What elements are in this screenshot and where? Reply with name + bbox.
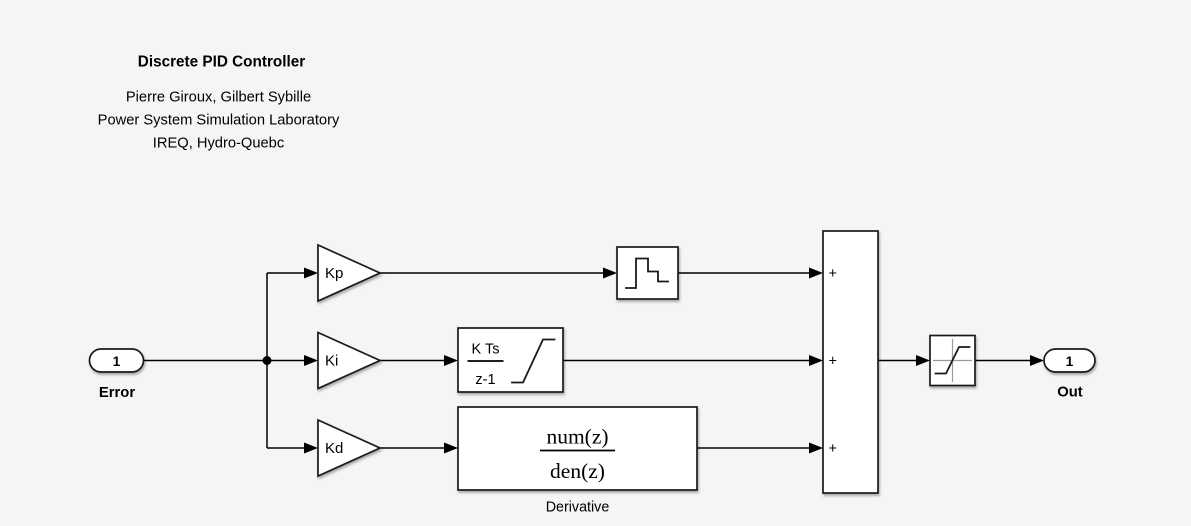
sum-sign: + xyxy=(829,441,837,457)
transfer-fcn-denominator: den(z) xyxy=(550,459,605,483)
sum-sign: + xyxy=(829,266,837,282)
wire-arrowhead xyxy=(304,355,318,366)
annotation-line: Power System Simulation Laboratory xyxy=(98,113,340,129)
integrator-denominator: z-1 xyxy=(475,372,495,388)
staircase-pulse-icon xyxy=(625,257,669,289)
block-body[interactable] xyxy=(457,406,698,491)
gain-kd-label: Kd xyxy=(325,440,343,457)
outport-out-block[interactable]: 1 Out xyxy=(1043,348,1096,401)
inport-number: 1 xyxy=(113,354,121,369)
saturation-curve-icon xyxy=(934,346,971,375)
transfer-fcn-numerator: num(z) xyxy=(546,425,608,449)
wire-arrowhead xyxy=(809,267,823,279)
sum-block[interactable]: + + + xyxy=(822,230,879,494)
inport-error-block[interactable]: 1 Error xyxy=(88,348,145,401)
wire-arrowhead xyxy=(809,355,823,366)
gain-triangle[interactable] xyxy=(317,418,383,478)
wire-arrowheads xyxy=(304,267,1044,454)
gain-kp-block[interactable]: Kp xyxy=(317,243,383,303)
zero-order-hold-block[interactable] xyxy=(616,246,679,300)
discrete-integrator-block[interactable]: K Ts z-1 xyxy=(457,327,564,393)
wire-arrowhead xyxy=(1030,355,1044,366)
gain-kp-label: Kp xyxy=(325,265,343,282)
gain-triangle[interactable] xyxy=(317,243,383,303)
block-body[interactable] xyxy=(822,230,879,494)
wire-arrowhead xyxy=(916,355,930,366)
annotation-title: Discrete PID Controller xyxy=(138,54,306,71)
block-body[interactable] xyxy=(457,327,564,393)
wire-arrowhead xyxy=(304,267,318,279)
saturation-block[interactable] xyxy=(929,334,976,387)
sum-sign: + xyxy=(829,353,837,369)
wire-arrowhead xyxy=(603,267,617,279)
wire-arrowhead xyxy=(304,442,318,454)
block-body[interactable] xyxy=(616,246,679,300)
inport-shape[interactable] xyxy=(88,348,145,373)
gain-triangle[interactable] xyxy=(317,331,383,390)
gain-ki-label: Ki xyxy=(325,353,338,370)
integrator-ramp-icon xyxy=(511,338,556,384)
wire-arrowhead xyxy=(444,355,458,366)
gain-kd-block[interactable]: Kd xyxy=(317,418,383,478)
block-name-derivative: Derivative xyxy=(546,500,610,516)
annotation-line: IREQ, Hydro-Quebc xyxy=(153,136,284,152)
inport-label: Error xyxy=(99,385,135,401)
integrator-numerator: K Ts xyxy=(472,342,500,358)
discrete-transfer-fcn-block[interactable]: num(z) den(z) xyxy=(457,406,698,491)
branch-point xyxy=(262,356,272,365)
annotation-line: Pierre Giroux, Gilbert Sybille xyxy=(126,90,311,106)
outport-label: Out xyxy=(1057,385,1083,401)
wire-arrowhead xyxy=(809,442,823,454)
signal-wires xyxy=(143,272,1032,449)
wire-arrowhead xyxy=(444,442,458,454)
model-annotation: Discrete PID Controller Pierre Giroux, G… xyxy=(98,54,340,152)
outport-shape[interactable] xyxy=(1043,348,1096,373)
gain-ki-block[interactable]: Ki xyxy=(317,331,383,390)
outport-number: 1 xyxy=(1066,354,1074,369)
